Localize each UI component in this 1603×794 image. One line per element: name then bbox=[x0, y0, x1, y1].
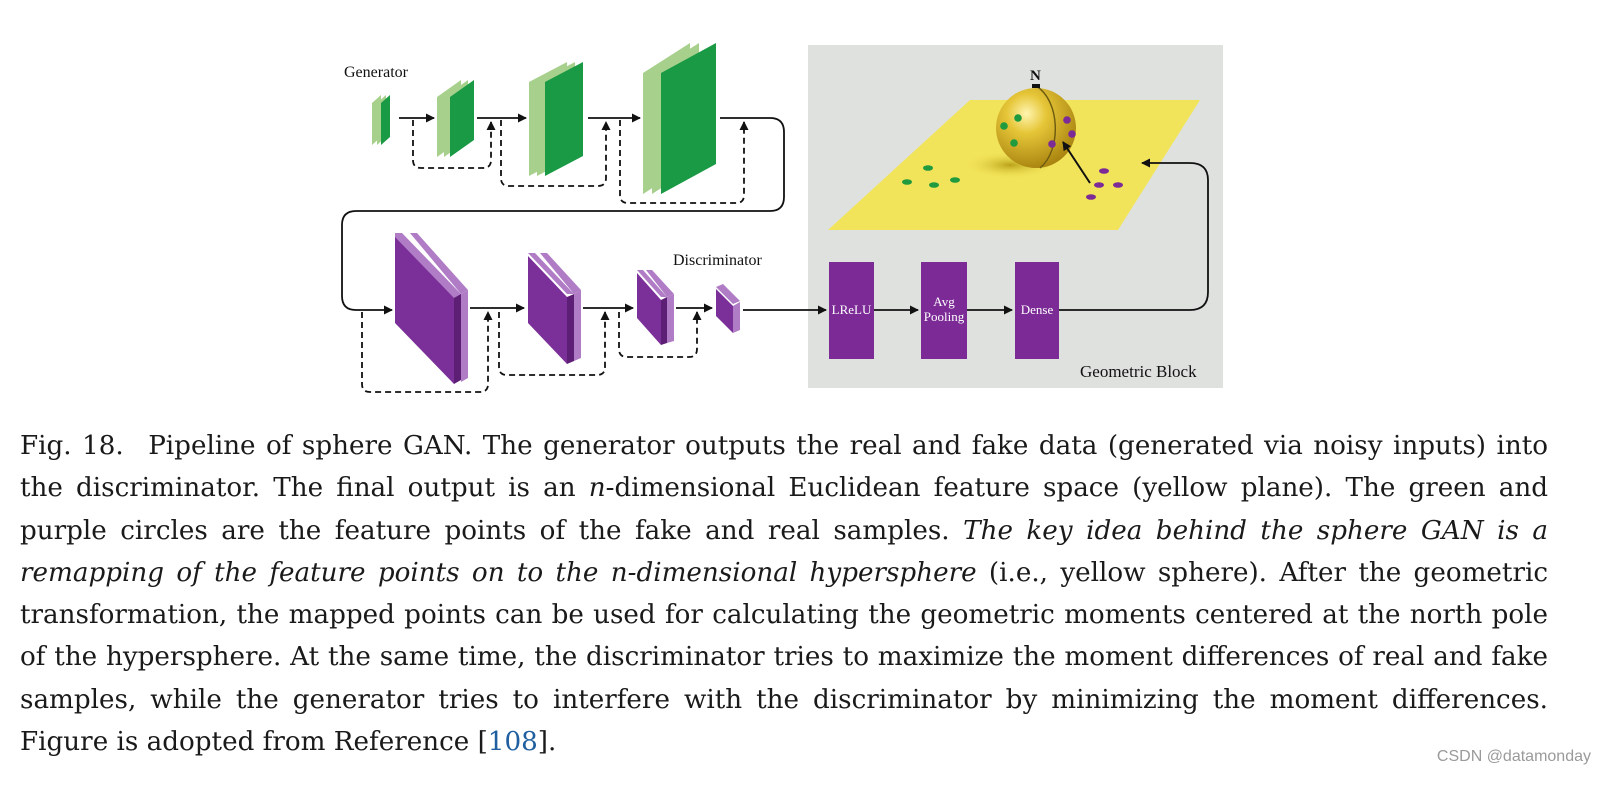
dense-block bbox=[1015, 262, 1059, 359]
caption-hypersphere: -dimensional hypersphere bbox=[627, 557, 977, 588]
north-pole-label: N bbox=[1030, 68, 1041, 84]
discriminator-layer-1 bbox=[395, 233, 468, 384]
fake-point-on-sphere bbox=[1000, 122, 1008, 130]
lrelu-block bbox=[829, 262, 874, 359]
fake-point bbox=[929, 182, 939, 188]
caption-text-4: ]. bbox=[537, 727, 557, 758]
geometric-block-label: Geometric Block bbox=[1080, 362, 1197, 381]
discriminator-layer-3 bbox=[637, 270, 674, 345]
reference-link[interactable]: 108 bbox=[487, 727, 538, 758]
generator-label: Generator bbox=[344, 64, 409, 81]
discriminator-layer-2 bbox=[528, 253, 581, 364]
hypersphere bbox=[996, 88, 1076, 168]
lrelu-label: LReLU bbox=[832, 302, 872, 317]
fake-point bbox=[902, 179, 912, 185]
caption-text-3: (i.e., yellow sphere). After the geometr… bbox=[20, 557, 1548, 758]
caption-n-2: n bbox=[610, 557, 628, 588]
real-point bbox=[1094, 182, 1104, 188]
fake-point-on-sphere bbox=[1010, 139, 1018, 147]
avg-pooling-label-line2: Pooling bbox=[924, 309, 965, 324]
real-point-on-sphere bbox=[1063, 116, 1071, 124]
caption-text-2: -dimensional Euclidean feature space (ye… bbox=[20, 473, 1548, 546]
generator-to-discriminator-line bbox=[341, 117, 785, 315]
real-point bbox=[1086, 194, 1096, 200]
discriminator-label: Discriminator bbox=[673, 252, 763, 269]
dense-label: Dense bbox=[1021, 302, 1054, 317]
generator-layer-1 bbox=[372, 95, 390, 145]
caption-text-1: Pipeline of sphere GAN. The generator ou… bbox=[20, 431, 1548, 504]
discriminator-layer-4 bbox=[716, 284, 740, 333]
avg-pooling-block bbox=[921, 262, 967, 359]
generator-layer-4 bbox=[643, 43, 716, 194]
sphere-gan-pipeline-figure: N LReLU Avg Pooling Dense Geometric Bloc… bbox=[341, 43, 1223, 393]
caption-n-1: n bbox=[588, 473, 606, 504]
fake-point bbox=[923, 165, 933, 171]
real-point bbox=[1099, 168, 1109, 174]
mapping-arrow bbox=[1062, 141, 1091, 184]
generator-layer-3 bbox=[529, 62, 583, 176]
figure-caption: Fig. 18. Pipeline of sphere GAN. The gen… bbox=[20, 425, 1548, 763]
fake-point-on-sphere bbox=[1014, 114, 1022, 122]
real-point bbox=[1113, 182, 1123, 188]
watermark: CSDN @datamonday bbox=[1436, 748, 1591, 765]
real-point-on-sphere bbox=[1048, 140, 1056, 148]
avg-pooling-label-line1: Avg bbox=[933, 294, 955, 309]
dense-to-plane-arrow bbox=[1059, 158, 1209, 311]
figure-number: Fig. 18. bbox=[20, 431, 124, 461]
generator-layer-2 bbox=[437, 80, 474, 157]
fake-point bbox=[950, 177, 960, 183]
real-point-on-sphere bbox=[1068, 130, 1076, 138]
caption-key-idea: The key idea behind the sphere GAN is a … bbox=[20, 515, 1548, 588]
